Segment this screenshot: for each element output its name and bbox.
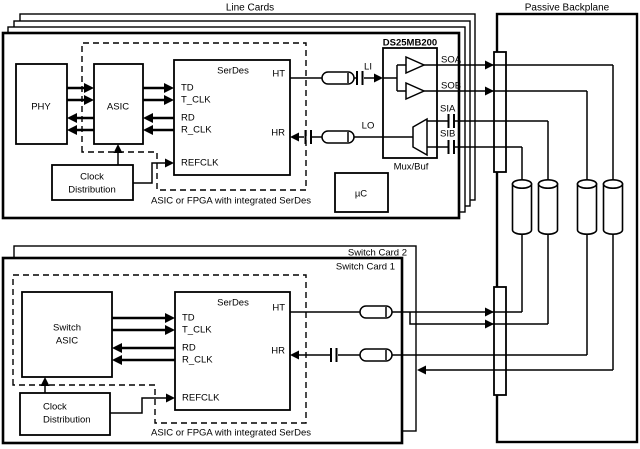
mux-trapezoid-icon: [412, 117, 428, 157]
arrowhead-icon: [165, 325, 175, 335]
clock-distribution-block: [51, 164, 134, 201]
serdes-block: [173, 59, 291, 176]
backplane-cylinder-icon: [511, 179, 533, 235]
switch-clock-distribution-block: [19, 392, 111, 436]
port-td: TD: [181, 83, 194, 94]
sw2-ht-trace: [409, 312, 548, 325]
switch-card-dashed-caption: ASIC or FPGA with integrated SerDes: [151, 428, 311, 439]
port-rd: RD: [181, 113, 195, 124]
switch-port-ht: HT: [272, 303, 285, 314]
clock-label-1: Clock: [80, 172, 104, 183]
sw-clock-to-refclk-wire: [110, 397, 167, 414]
switch-port-refclk: REFCLK: [182, 393, 220, 404]
arrowhead-icon: [84, 83, 94, 93]
transmission-line-icon: [321, 130, 355, 144]
sib-label: SIB: [440, 129, 455, 140]
buffer-triangle-icon: [405, 55, 426, 75]
phy-label: PHY: [31, 102, 51, 113]
arrowhead-icon: [485, 86, 494, 96]
soa-label: SOA: [441, 55, 462, 66]
arrowhead-icon: [67, 113, 77, 123]
switch-card-1-label: Switch Card 1: [336, 262, 395, 273]
port-ht: HT: [272, 69, 285, 80]
arrowhead-icon: [112, 355, 122, 365]
line-card-dashed-region: [81, 42, 307, 191]
arrowhead-icon: [290, 132, 299, 142]
port-refclk: REFCLK: [181, 158, 219, 169]
switch-port-tclk: T_CLK: [182, 325, 212, 336]
transmission-line-icon: [321, 71, 355, 85]
arrowhead-icon: [112, 343, 122, 353]
microcontroller-label: µC: [355, 189, 367, 200]
switch-clock-label-2: Distribution: [43, 415, 91, 426]
port-rclk: R_CLK: [181, 125, 212, 136]
sia-label: SIA: [440, 104, 456, 115]
arrowhead-icon: [67, 125, 77, 135]
buffer-triangle-icon: [405, 81, 426, 101]
passive-backplane-title: Passive Backplane: [525, 3, 610, 14]
switch-clock-label-1: Clock: [43, 402, 67, 413]
switch-serdes-block: [174, 291, 291, 411]
switch-port-td: TD: [182, 313, 195, 324]
port-tclk: T_CLK: [181, 95, 211, 106]
line-cards-title: Line Cards: [226, 3, 274, 14]
backplane-cylinder-icon: [602, 179, 624, 235]
asic-label: ASIC: [107, 102, 129, 113]
switch-card-dashed-region: [12, 274, 307, 424]
arrowhead-icon: [417, 365, 426, 375]
clock-to-refclk-wire: [133, 162, 166, 184]
clock-label-2: Distribution: [68, 185, 116, 196]
switch-port-rd: RD: [182, 343, 196, 354]
ds25mb200-part-label: DS25MB200: [383, 38, 437, 49]
arrowhead-icon: [166, 393, 175, 403]
lo-label: LO: [362, 121, 375, 132]
switch-card-2-label: Switch Card 2: [348, 248, 407, 259]
switch-asic-block: [21, 291, 113, 378]
arrowhead-icon: [143, 125, 153, 135]
arrowhead-icon: [290, 350, 299, 360]
phy-block: [15, 63, 68, 145]
backplane-connector-lower: [493, 286, 507, 396]
switch-asic-label-1: Switch: [53, 323, 81, 334]
port-hr: HR: [271, 128, 285, 139]
arrowhead-icon: [485, 60, 494, 70]
arrowhead-icon: [485, 319, 494, 329]
line-card-dashed-caption: ASIC or FPGA with integrated SerDes: [151, 196, 311, 207]
arrowhead-icon: [165, 158, 174, 168]
li-label: LI: [364, 62, 372, 73]
transmission-line-icon: [359, 348, 393, 362]
arrowhead-icon: [164, 95, 174, 105]
switch-port-hr: HR: [271, 346, 285, 357]
arrowhead-icon: [164, 83, 174, 93]
backplane-cylinder-icon: [537, 179, 559, 235]
microcontroller-block: [334, 172, 389, 213]
asic-block: [93, 63, 144, 145]
arrowhead-icon: [40, 377, 50, 386]
muxbuf-caption: Mux/Buf: [394, 162, 429, 173]
backplane-connector-upper: [493, 51, 507, 173]
arrowhead-icon: [374, 73, 383, 83]
arrowhead-icon: [143, 113, 153, 123]
switch-asic-label-2: ASIC: [56, 336, 78, 347]
backplane-cylinder-icon: [576, 179, 598, 235]
arrowhead-icon: [113, 144, 123, 153]
switch-port-rclk: R_CLK: [182, 355, 213, 366]
serdes-title: SerDes: [217, 66, 249, 77]
sob-label: SOB: [441, 81, 461, 92]
arrowhead-icon: [165, 313, 175, 323]
arrowhead-icon: [84, 95, 94, 105]
arrowhead-icon: [485, 307, 494, 317]
switch-serdes-title: SerDes: [217, 298, 249, 309]
transmission-line-icon: [359, 305, 393, 319]
